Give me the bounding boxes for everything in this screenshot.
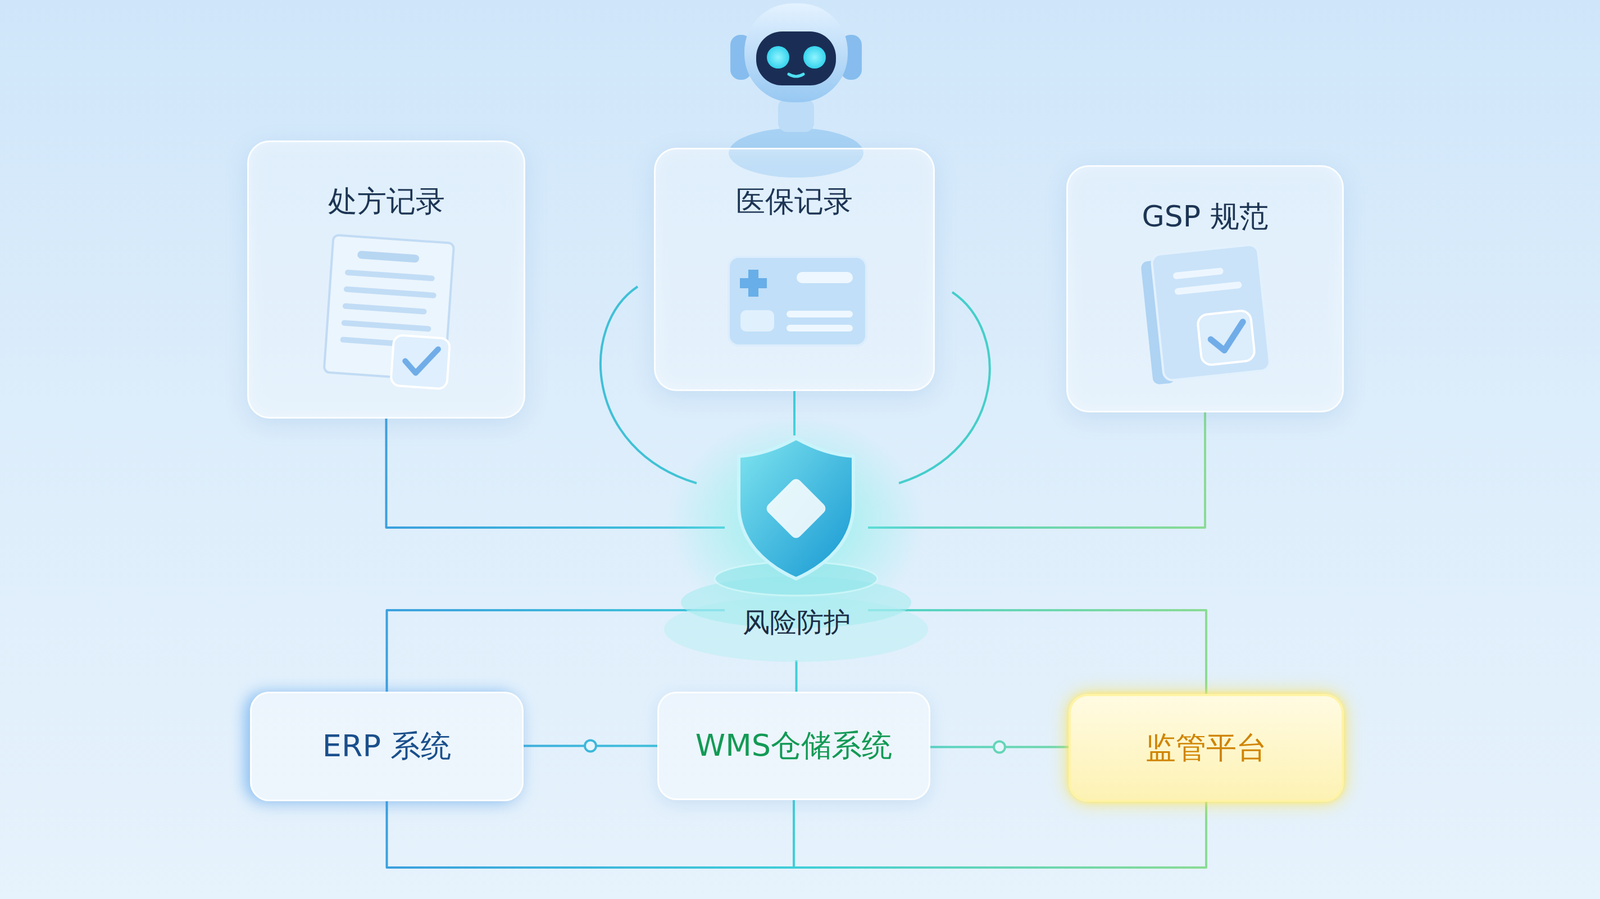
node-label: GSP 规范	[1141, 198, 1268, 234]
record-card: 医保记录	[653, 147, 935, 392]
junction-dot	[993, 741, 1006, 753]
node-label: ERP 系统	[322, 728, 452, 765]
system-box: WMS仓储系统	[657, 691, 931, 800]
node-label: 监管平台	[1145, 729, 1267, 767]
connector-line	[793, 800, 1207, 868]
node-label: WMS仓储系统	[695, 727, 893, 765]
connector-line	[795, 660, 798, 692]
system-box: ERP 系统	[250, 691, 524, 802]
node-label: 处方记录	[328, 183, 445, 219]
risk-hub: 风险防护	[724, 435, 868, 661]
shield-platform	[664, 415, 929, 662]
platform-box: 监管平台	[1068, 693, 1344, 802]
node-label: 医保记录	[735, 183, 853, 219]
node-label: 风险防护	[742, 606, 851, 639]
record-card: 处方记录	[247, 140, 526, 419]
junction-dot	[584, 740, 597, 752]
connector-line	[387, 800, 795, 868]
standard-card: GSP 规范	[1066, 165, 1344, 413]
